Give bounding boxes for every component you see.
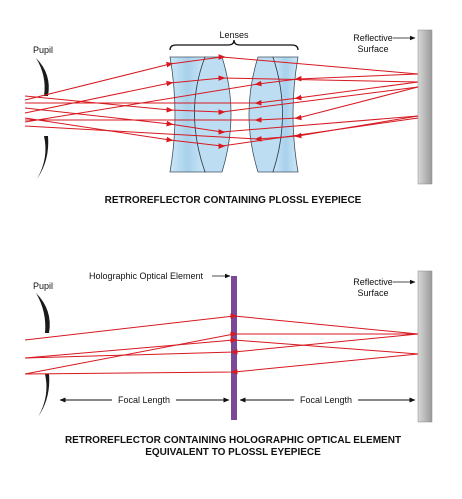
- bottom-ray-3: [24, 331, 418, 375]
- bottom-caption-line-2: EQUIVALENT TO PLOSSL EYEPIECE: [145, 447, 321, 458]
- bottom-surface-label-2: Surface: [357, 288, 388, 298]
- lenses-label: Lenses: [219, 30, 249, 40]
- focal-length-right-dimension: Focal Length: [239, 395, 416, 405]
- top-caption: RETROREFLECTOR CONTAINING PLOSSL EYEPIEC…: [105, 195, 362, 206]
- bottom-rays: [24, 313, 419, 375]
- bottom-caption-line-1: RETROREFLECTOR CONTAINING HOLOGRAPHIC OP…: [65, 435, 401, 446]
- holographic-optical-element: [231, 276, 237, 420]
- top-diagram: Pupil Lenses Reflective Surface: [24, 29, 433, 206]
- bottom-reflective-surface: [417, 270, 433, 423]
- bottom-ray-5: [24, 337, 419, 359]
- top-ray-1: [24, 54, 419, 101]
- top-ray-7: [24, 107, 419, 135]
- lens-doublet-left: [169, 56, 232, 173]
- top-ray-6: [25, 86, 419, 123]
- top-reflective-surface: [417, 29, 433, 185]
- top-surface-label-2: Surface: [357, 44, 388, 54]
- element-label: Holographic Optical Element: [89, 271, 204, 281]
- top-ray-5: [24, 86, 419, 115]
- top-pupil-label: Pupil: [33, 45, 53, 55]
- bottom-ray-1: [24, 313, 419, 341]
- lens-doublet-right: [248, 56, 299, 173]
- bottom-ray-4: [24, 353, 419, 375]
- focal-length-right-label: Focal Length: [300, 395, 352, 405]
- bottom-pupil-upper: [36, 293, 50, 333]
- top-pupil-lower: [37, 136, 49, 179]
- lens-element-2: [194, 56, 232, 173]
- top-rays: [24, 54, 419, 149]
- bottom-surface-label-1: Reflective: [353, 277, 393, 287]
- focal-length-left-label: Focal Length: [118, 395, 170, 405]
- top-ray-4: [25, 81, 419, 106]
- bottom-pupil-lower: [38, 374, 50, 417]
- bottom-pupil-label: Pupil: [33, 281, 53, 291]
- top-ray-3: [24, 75, 419, 114]
- bottom-diagram: Pupil Holographic Optical Element Reflec…: [24, 270, 433, 458]
- bottom-ray-2: [24, 333, 419, 359]
- lenses-bracket: [169, 39, 299, 51]
- focal-length-left-dimension: Focal Length: [59, 395, 230, 405]
- top-ray-9: [24, 117, 419, 149]
- top-pupil-upper: [36, 58, 49, 96]
- top-surface-label-1: Reflective: [353, 33, 393, 43]
